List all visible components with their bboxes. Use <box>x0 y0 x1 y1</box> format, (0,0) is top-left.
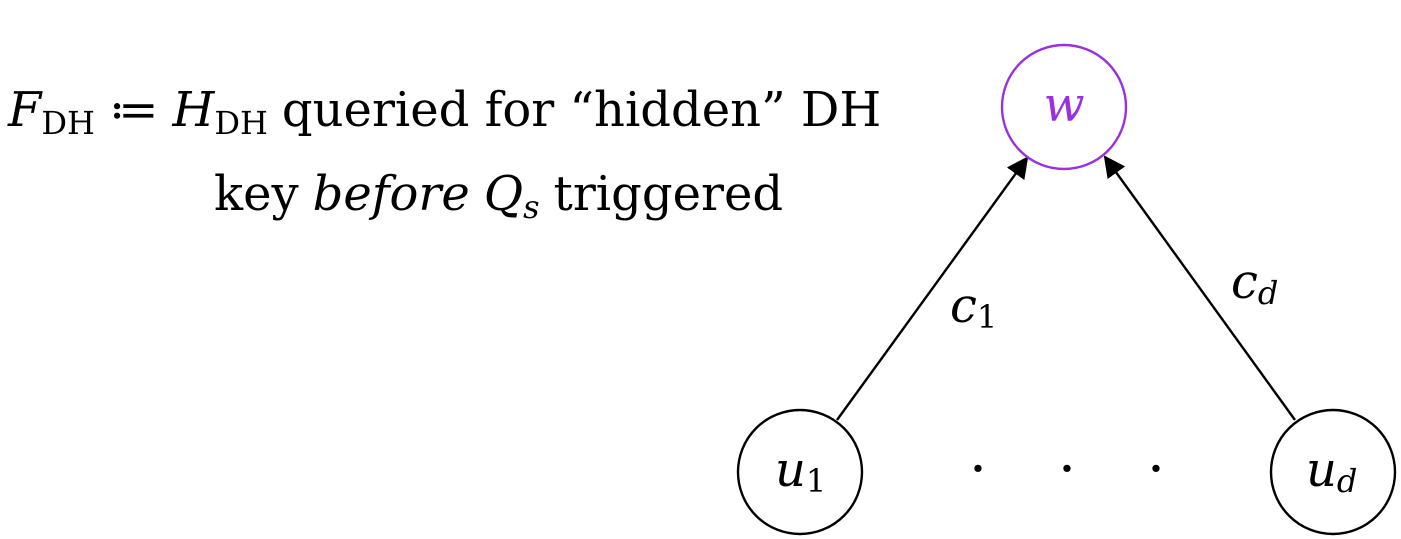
node-u1-symbol: u <box>775 442 806 498</box>
lhs-subscript: DH <box>41 104 95 142</box>
node-ud: ud <box>1269 408 1397 536</box>
ellipsis: · · · <box>969 437 1165 502</box>
rhs-subscript: DH <box>214 104 268 142</box>
ellipsis-dot-2: · <box>1058 437 1076 502</box>
ellipsis-dot-1: · <box>969 437 987 502</box>
node-ud-circle <box>1269 408 1397 536</box>
query-symbol: Q <box>484 166 523 222</box>
assign-operator: ≔ <box>109 82 159 138</box>
caption-line-1-rest: queried for “hidden” DH <box>282 82 881 138</box>
node-w: w <box>1000 43 1128 171</box>
lhs-symbol: F <box>7 82 43 138</box>
node-u1-subscript: 1 <box>806 462 826 500</box>
node-w-label: w <box>1043 77 1084 133</box>
edge-right-label-subscript: d <box>1258 274 1278 312</box>
caption-emph-before: before <box>313 166 470 222</box>
edge-right-label-symbol: c <box>1231 254 1258 310</box>
edge-left-label-subscript: 1 <box>977 298 997 336</box>
edge-left-label: c1 <box>950 278 997 336</box>
node-ud-label: ud <box>1306 442 1357 500</box>
node-u1-label: u1 <box>775 442 826 500</box>
node-u1-circle <box>736 408 864 536</box>
edge-left-label-symbol: c <box>950 278 977 334</box>
rhs-symbol: H <box>171 82 215 138</box>
edge-left-arrow <box>836 156 1029 421</box>
caption-word-key: key <box>214 166 299 222</box>
edge-right-arrow <box>1103 155 1296 421</box>
query-subscript: s <box>523 188 539 226</box>
node-ud-symbol: u <box>1306 442 1337 498</box>
node-ud-subscript: d <box>1337 462 1357 500</box>
node-w-circle <box>1000 43 1128 171</box>
edge-right-label: cd <box>1231 254 1278 312</box>
ellipsis-dot-3: · <box>1147 437 1165 502</box>
node-u1: u1 <box>736 408 864 536</box>
caption-word-triggered: triggered <box>554 166 784 222</box>
